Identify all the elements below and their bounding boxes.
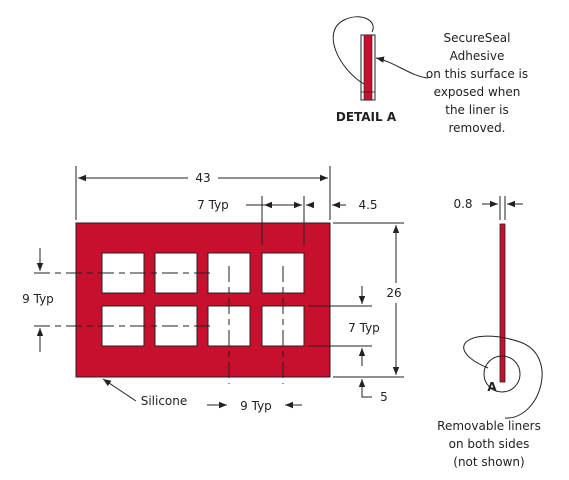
dim-pitch-y-left-label: 9 Typ	[22, 292, 54, 306]
silicone-body	[75, 222, 331, 378]
dim-thickness-label: 0.8	[453, 197, 472, 211]
side-view: 0.8 A Removable liners on both sides (no…	[437, 196, 543, 469]
detail-title: DETAIL A	[336, 110, 397, 124]
liner-note-line-2: on both sides	[449, 437, 530, 451]
silicone-leader-line	[102, 378, 137, 402]
side-profile	[499, 223, 506, 383]
dim-edge-margin-label: 4.5	[358, 198, 377, 212]
detail-right-leader	[375, 56, 429, 79]
silicone-label: Silicone	[141, 394, 188, 408]
detail-left-leader	[332, 16, 374, 85]
detail-note-line-2: Adhesive	[450, 49, 505, 63]
detail-note-line-4: exposed when	[434, 85, 521, 99]
dim-pitch-x-label: 7 Typ	[197, 198, 229, 212]
liner-note-line-3: (not shown)	[453, 455, 524, 469]
dim-overall-width-label: 43	[195, 171, 210, 185]
liner-note-line-1: Removable liners	[437, 419, 541, 433]
front-view	[34, 222, 331, 384]
dimensions: 43 7 Typ 4.5 26 9 Typ 7 Typ 5 9 Typ	[22, 166, 404, 413]
dim-pitch-x-bottom-label: 9 Typ	[240, 399, 272, 413]
detail-note-line-6: removed.	[449, 121, 506, 135]
dim-pitch-y-right-label: 7 Typ	[348, 321, 380, 335]
detail-callout-circle	[483, 355, 521, 393]
detail-ref-letter: A	[487, 380, 497, 394]
detail-note-line-3: on this surface is	[426, 67, 528, 81]
dim-bottom-margin-leader	[361, 394, 372, 398]
dim-overall-height-label: 26	[386, 286, 401, 300]
detail-silicone-layer	[363, 34, 373, 101]
dim-bottom-margin-label: 5	[380, 390, 388, 404]
detail-callout-leader	[463, 335, 543, 419]
detail-note-line-5: the liner is	[445, 103, 509, 117]
detail-a-view: DETAIL A SecureSeal Adhesive on this sur…	[332, 16, 528, 135]
detail-note-line-1: SecureSeal	[444, 31, 511, 45]
